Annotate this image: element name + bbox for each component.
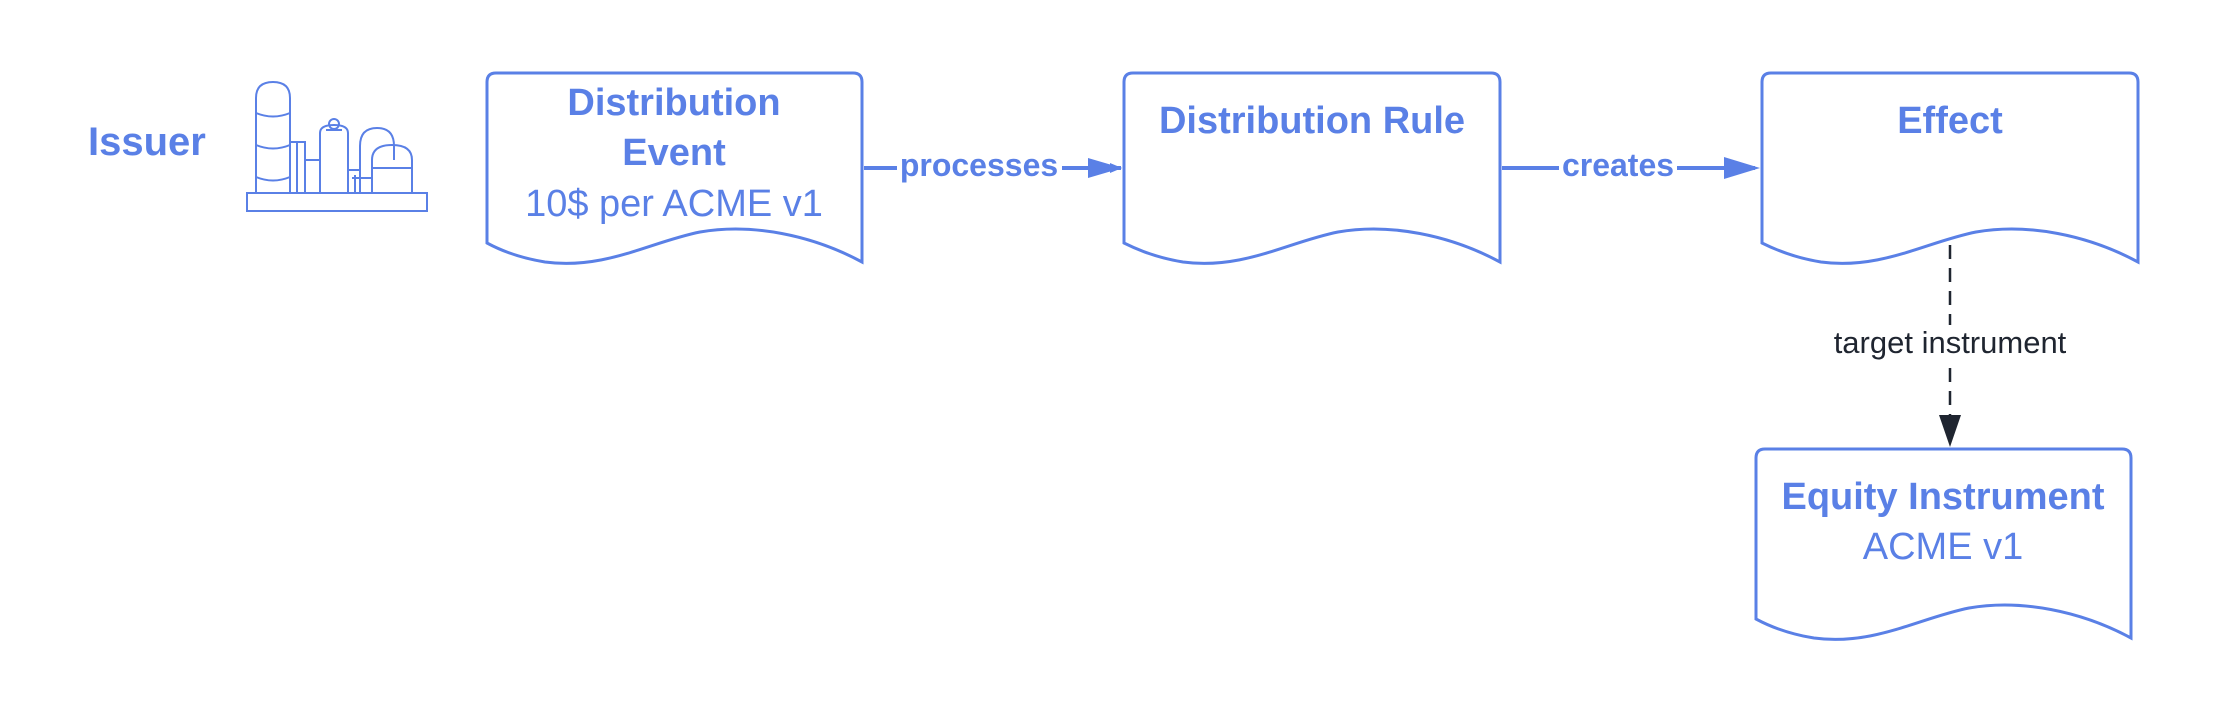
distribution-event-detail: 10$ per ACME v1 (525, 183, 823, 225)
equity-instrument-detail: ACME v1 (1863, 526, 2023, 568)
effect-title: Effect (1897, 100, 2003, 142)
equity-instrument-title: Equity Instrument (1781, 476, 2104, 518)
issuer-label: Issuer (88, 120, 206, 164)
creates-edge[interactable]: creates (1502, 147, 1760, 183)
processes-label: processes (900, 147, 1058, 183)
distribution-event-title-line1: Distribution (567, 82, 780, 124)
distribution-rule-node[interactable]: Distribution Rule (1122, 71, 1502, 265)
target-instrument-edge[interactable]: target instrument (1834, 245, 2067, 447)
distribution-rule-title: Distribution Rule (1159, 100, 1465, 142)
effect-node[interactable]: Effect (1760, 71, 2140, 265)
equity-instrument-node[interactable]: Equity Instrument ACME v1 (1754, 447, 2133, 641)
distribution-event-node[interactable]: Distribution Event 10$ per ACME v1 (485, 71, 864, 265)
distribution-event-title-line2: Event (622, 132, 726, 174)
factory-icon (246, 80, 428, 212)
processes-edge[interactable]: processes (864, 147, 1122, 183)
creates-label: creates (1562, 147, 1674, 183)
target-instrument-label: target instrument (1834, 325, 2067, 360)
